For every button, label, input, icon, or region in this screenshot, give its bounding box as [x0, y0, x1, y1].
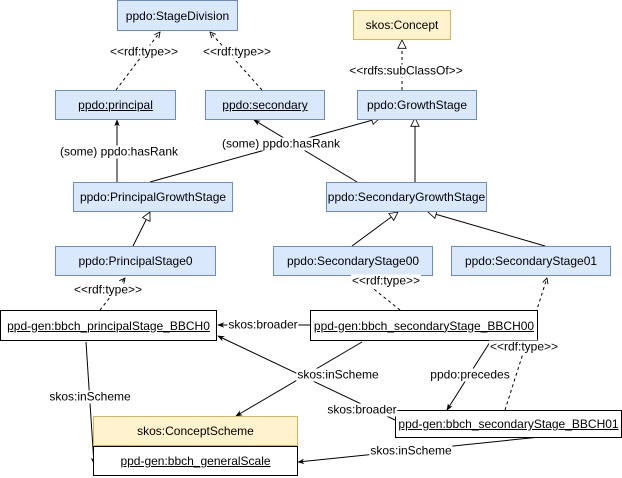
- label-rdf-type-stage0: <<rdf:type>>: [72, 282, 144, 297]
- node-principal-stage0[interactable]: ppdo:PrincipalStage0: [55, 246, 216, 276]
- label-rdf-type-stage00: <<rdf:type>>: [350, 273, 422, 288]
- label-precedes: ppdo:precedes: [429, 367, 511, 382]
- edge-ss00-subclass: [351, 212, 398, 247]
- node-concept-scheme[interactable]: skos:ConceptScheme: [93, 416, 298, 446]
- label-hasrank-secondary: (some) ppdo:hasRank: [220, 136, 342, 151]
- node-stage-division[interactable]: ppdo:StageDivision: [117, 0, 238, 31]
- edge-bbch01-type: [504, 278, 547, 411]
- label-hasrank-principal: (some) ppdo:hasRank: [58, 144, 180, 159]
- label-inscheme-01: skos:inScheme: [369, 443, 453, 458]
- edge-hasrank-secondary: [253, 119, 358, 183]
- label-rdf-type-principal: <<rdf:type>>: [108, 44, 180, 59]
- node-secondary-stage01[interactable]: ppdo:SecondaryStage01: [451, 246, 611, 276]
- node-skos-concept[interactable]: skos:Concept: [353, 10, 451, 40]
- label-rdf-type-stage01: <<rdf:type>>: [488, 339, 560, 354]
- node-growth-stage[interactable]: ppdo:GrowthStage: [357, 90, 477, 120]
- label-broader-01: skos:broader: [326, 402, 398, 417]
- label-subclassof: <<rdfs:subClassOf>>: [348, 63, 464, 78]
- label-broader-00: skos:broader: [227, 317, 299, 332]
- node-bbch-principal[interactable]: ppd-gen:bbch_principalStage_BBCH0: [0, 310, 217, 341]
- node-principal-growth-stage[interactable]: ppdo:PrincipalGrowthStage: [73, 182, 233, 212]
- label-inscheme-principal: skos:inScheme: [48, 389, 132, 404]
- node-bbch-secondary01[interactable]: ppd-gen:bbch_secondaryStage_BBCH01: [395, 410, 622, 438]
- node-general-scale[interactable]: ppd-gen:bbch_generalScale: [93, 446, 298, 476]
- edge-secondary-type: [210, 32, 263, 91]
- edge-principal-type: [115, 32, 160, 91]
- node-secondary[interactable]: ppdo:secondary: [205, 90, 325, 120]
- label-rdf-type-secondary: <<rdf:type>>: [201, 44, 273, 59]
- edge-ps0-subclass: [132, 212, 151, 247]
- node-secondary-growth-stage[interactable]: ppdo:SecondaryGrowthStage: [326, 182, 487, 212]
- edge-ss01-subclass: [428, 212, 546, 247]
- node-principal[interactable]: ppdo:principal: [55, 90, 176, 120]
- label-inscheme-00: skos:inScheme: [296, 367, 380, 382]
- node-secondary-stage00[interactable]: ppdo:SecondaryStage00: [273, 246, 433, 276]
- node-bbch-secondary00[interactable]: ppd-gen:bbch_secondaryStage_BBCH00: [310, 310, 538, 341]
